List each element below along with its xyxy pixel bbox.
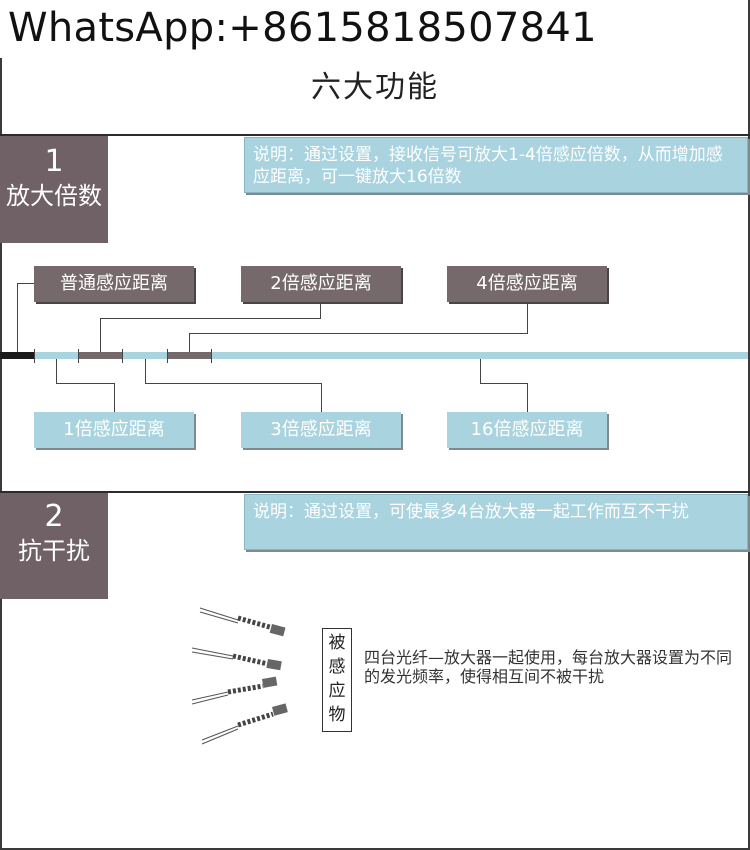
distance-bar (0, 352, 748, 359)
connector (114, 383, 115, 412)
connector (17, 283, 18, 353)
connector (189, 333, 528, 334)
tick (122, 349, 123, 363)
fiber-sensor-icon (201, 703, 288, 745)
label-2x-distance: 2倍感应距离 (241, 266, 401, 302)
target-char: 应 (328, 681, 346, 701)
label-1x-distance: 1倍感应距离 (34, 412, 194, 448)
frame-border-bottom (0, 848, 750, 850)
connector (527, 383, 528, 412)
tick (211, 349, 212, 363)
label-normal-distance: 普通感应距离 (34, 266, 194, 302)
section-2-note: 说明：通过设置，可使最多4台放大器一起工作而互不干扰 (244, 494, 748, 550)
tick (34, 349, 35, 363)
connector (145, 383, 322, 384)
connector (189, 333, 190, 353)
connector (100, 318, 321, 319)
whatsapp-watermark: WhatsApp:+8615818507841 (0, 0, 597, 58)
connector (100, 318, 101, 353)
fiber-sensor-icon (191, 676, 278, 705)
section-divider-1 (0, 134, 750, 136)
target-object-box: 被 感 应 物 (322, 628, 352, 732)
connector (320, 302, 321, 319)
connector (17, 283, 34, 284)
connector (480, 383, 528, 384)
target-char: 感 (328, 657, 346, 677)
label-16x-distance: 16倍感应距离 (447, 412, 607, 448)
section-1-header: 1 放大倍数 (0, 136, 108, 243)
section-2-name: 抗干扰 (18, 537, 90, 565)
connector (56, 359, 57, 384)
distance-segment-2x (78, 352, 122, 359)
frame-border-right (748, 0, 750, 850)
tick (167, 349, 168, 363)
fiber-sensors-illustration (191, 607, 288, 745)
tick (78, 349, 79, 363)
fiber-sensor-icon (191, 647, 282, 671)
connector (480, 359, 481, 384)
section-2-number: 2 (44, 499, 64, 534)
section-1-name: 放大倍数 (6, 182, 102, 210)
connector (527, 302, 528, 334)
label-3x-distance: 3倍感应距离 (241, 412, 401, 448)
connector (321, 383, 322, 412)
label-4x-distance: 4倍感应距离 (447, 266, 607, 302)
distance-bar-origin (0, 352, 34, 359)
section-1-number: 1 (44, 144, 64, 179)
section-1-note: 说明：通过设置，接收信号可放大1-4倍感应倍数，从而增加感应距离，可一键放大16… (244, 137, 748, 193)
target-char: 被 (328, 633, 346, 653)
target-char: 物 (328, 705, 346, 725)
distance-segment-4x (167, 352, 211, 359)
section-divider-2 (0, 491, 750, 493)
section-2-header: 2 抗干扰 (0, 493, 108, 599)
frame-border-left (0, 58, 2, 850)
page-title: 六大功能 (311, 70, 439, 105)
fiber-sensor-icon (199, 607, 286, 637)
connector (56, 383, 115, 384)
section-2-description: 四台光纤—放大器一起使用，每台放大器设置为不同的发光频率，使得相互间不被干扰 (364, 648, 733, 686)
connector (145, 359, 146, 384)
